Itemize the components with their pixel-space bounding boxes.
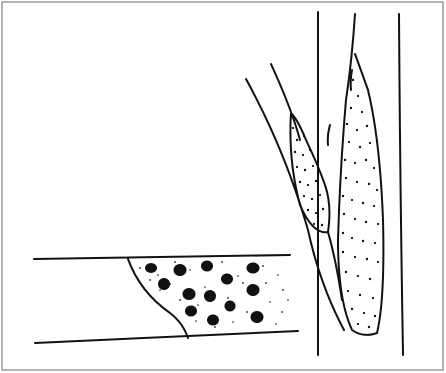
dotted-pith-left	[292, 127, 324, 226]
fork-connector	[328, 232, 342, 300]
large-dots	[145, 261, 264, 326]
trunk-right-edge	[399, 14, 403, 355]
fork-branch-inner	[271, 64, 300, 140]
branch-bottom-edge	[35, 331, 298, 343]
pith-stub	[351, 70, 352, 90]
figure-frame	[2, 2, 443, 370]
branch-top-edge	[34, 255, 290, 259]
fork-stub	[328, 125, 330, 145]
pith-lens-right	[338, 14, 383, 335]
vertical-branch	[246, 12, 403, 355]
pith-lens-left	[290, 113, 329, 232]
